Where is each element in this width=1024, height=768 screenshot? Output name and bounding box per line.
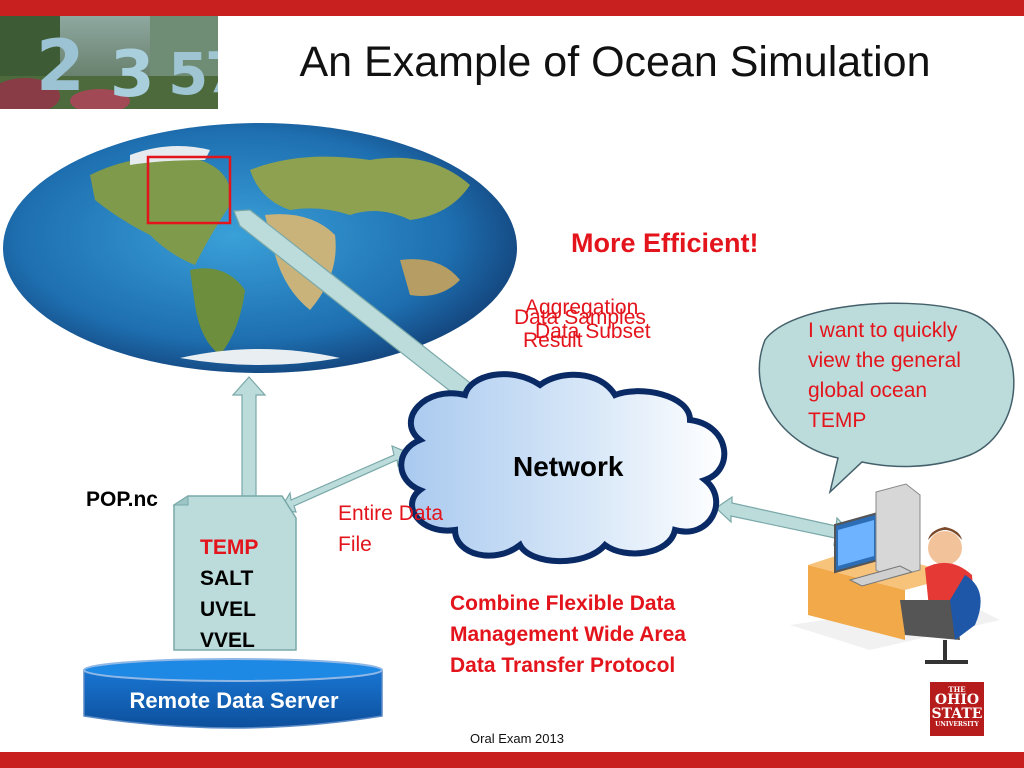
entire-data-file-label: Entire Data File [338, 502, 444, 556]
protocol-line-1: Combine Flexible Data [450, 592, 676, 615]
variable-salt: SALT [200, 567, 254, 590]
photo-number-7: 7 [205, 41, 218, 106]
remote-data-server-label: Remote Data Server [129, 688, 339, 713]
arrow-file-to-globe [231, 376, 267, 505]
file-name-label: POP.nc [86, 488, 158, 511]
ohio-state-logo: THE OHIO STATE UNIVERSITY [930, 682, 984, 736]
logo-line-university: UNIVERSITY [935, 721, 979, 728]
region-selection-box [146, 155, 232, 225]
arrow-network-user [715, 495, 853, 547]
slide-footer: Oral Exam 2013 [470, 731, 564, 746]
user-at-computer-illustration [790, 483, 1000, 664]
overlap-label-aggregation: Aggregation [525, 296, 639, 319]
logo-line-ohio: OHIO [934, 692, 980, 708]
remote-data-server-cylinder [83, 658, 383, 729]
network-label: Network [513, 451, 624, 482]
more-efficient-label: More Efficient! [571, 228, 759, 258]
speech-bubble [758, 302, 1015, 495]
variable-vvel: VVEL [200, 629, 255, 652]
overlap-label-result: Result [523, 329, 583, 352]
campus-numbers-photo: 2 3 5 7 [0, 16, 218, 109]
file-variable-list: TEMP SALT UVEL VVEL [200, 532, 258, 656]
overlap-label-data-subset: Data Subset [535, 320, 651, 343]
protocol-line-3: Data Transfer Protocol [450, 654, 676, 677]
variable-temp: TEMP [200, 536, 259, 559]
top-accent-bar [0, 0, 1024, 16]
protocol-line-2: Management Wide Area [450, 623, 686, 646]
variable-uvel: UVEL [200, 598, 257, 621]
world-map-globe [3, 123, 517, 373]
overlap-label-data-samples: Data Samples [514, 306, 646, 329]
pop-file-document [172, 495, 297, 651]
photo-number-3: 3 [110, 38, 155, 109]
photo-number-2: 2 [36, 25, 85, 107]
logo-line-the: THE [948, 685, 966, 694]
slide-title: An Example of Ocean Simulation [299, 38, 931, 86]
protocol-description: Combine Flexible Data Management Wide Ar… [450, 588, 686, 681]
bottom-accent-bar [0, 752, 1024, 768]
logo-line-state: STATE [931, 706, 983, 722]
photo-number-5: 5 [168, 40, 208, 108]
speech-bubble-text: I want to quickly view the general globa… [808, 319, 961, 432]
network-cloud [398, 371, 728, 565]
